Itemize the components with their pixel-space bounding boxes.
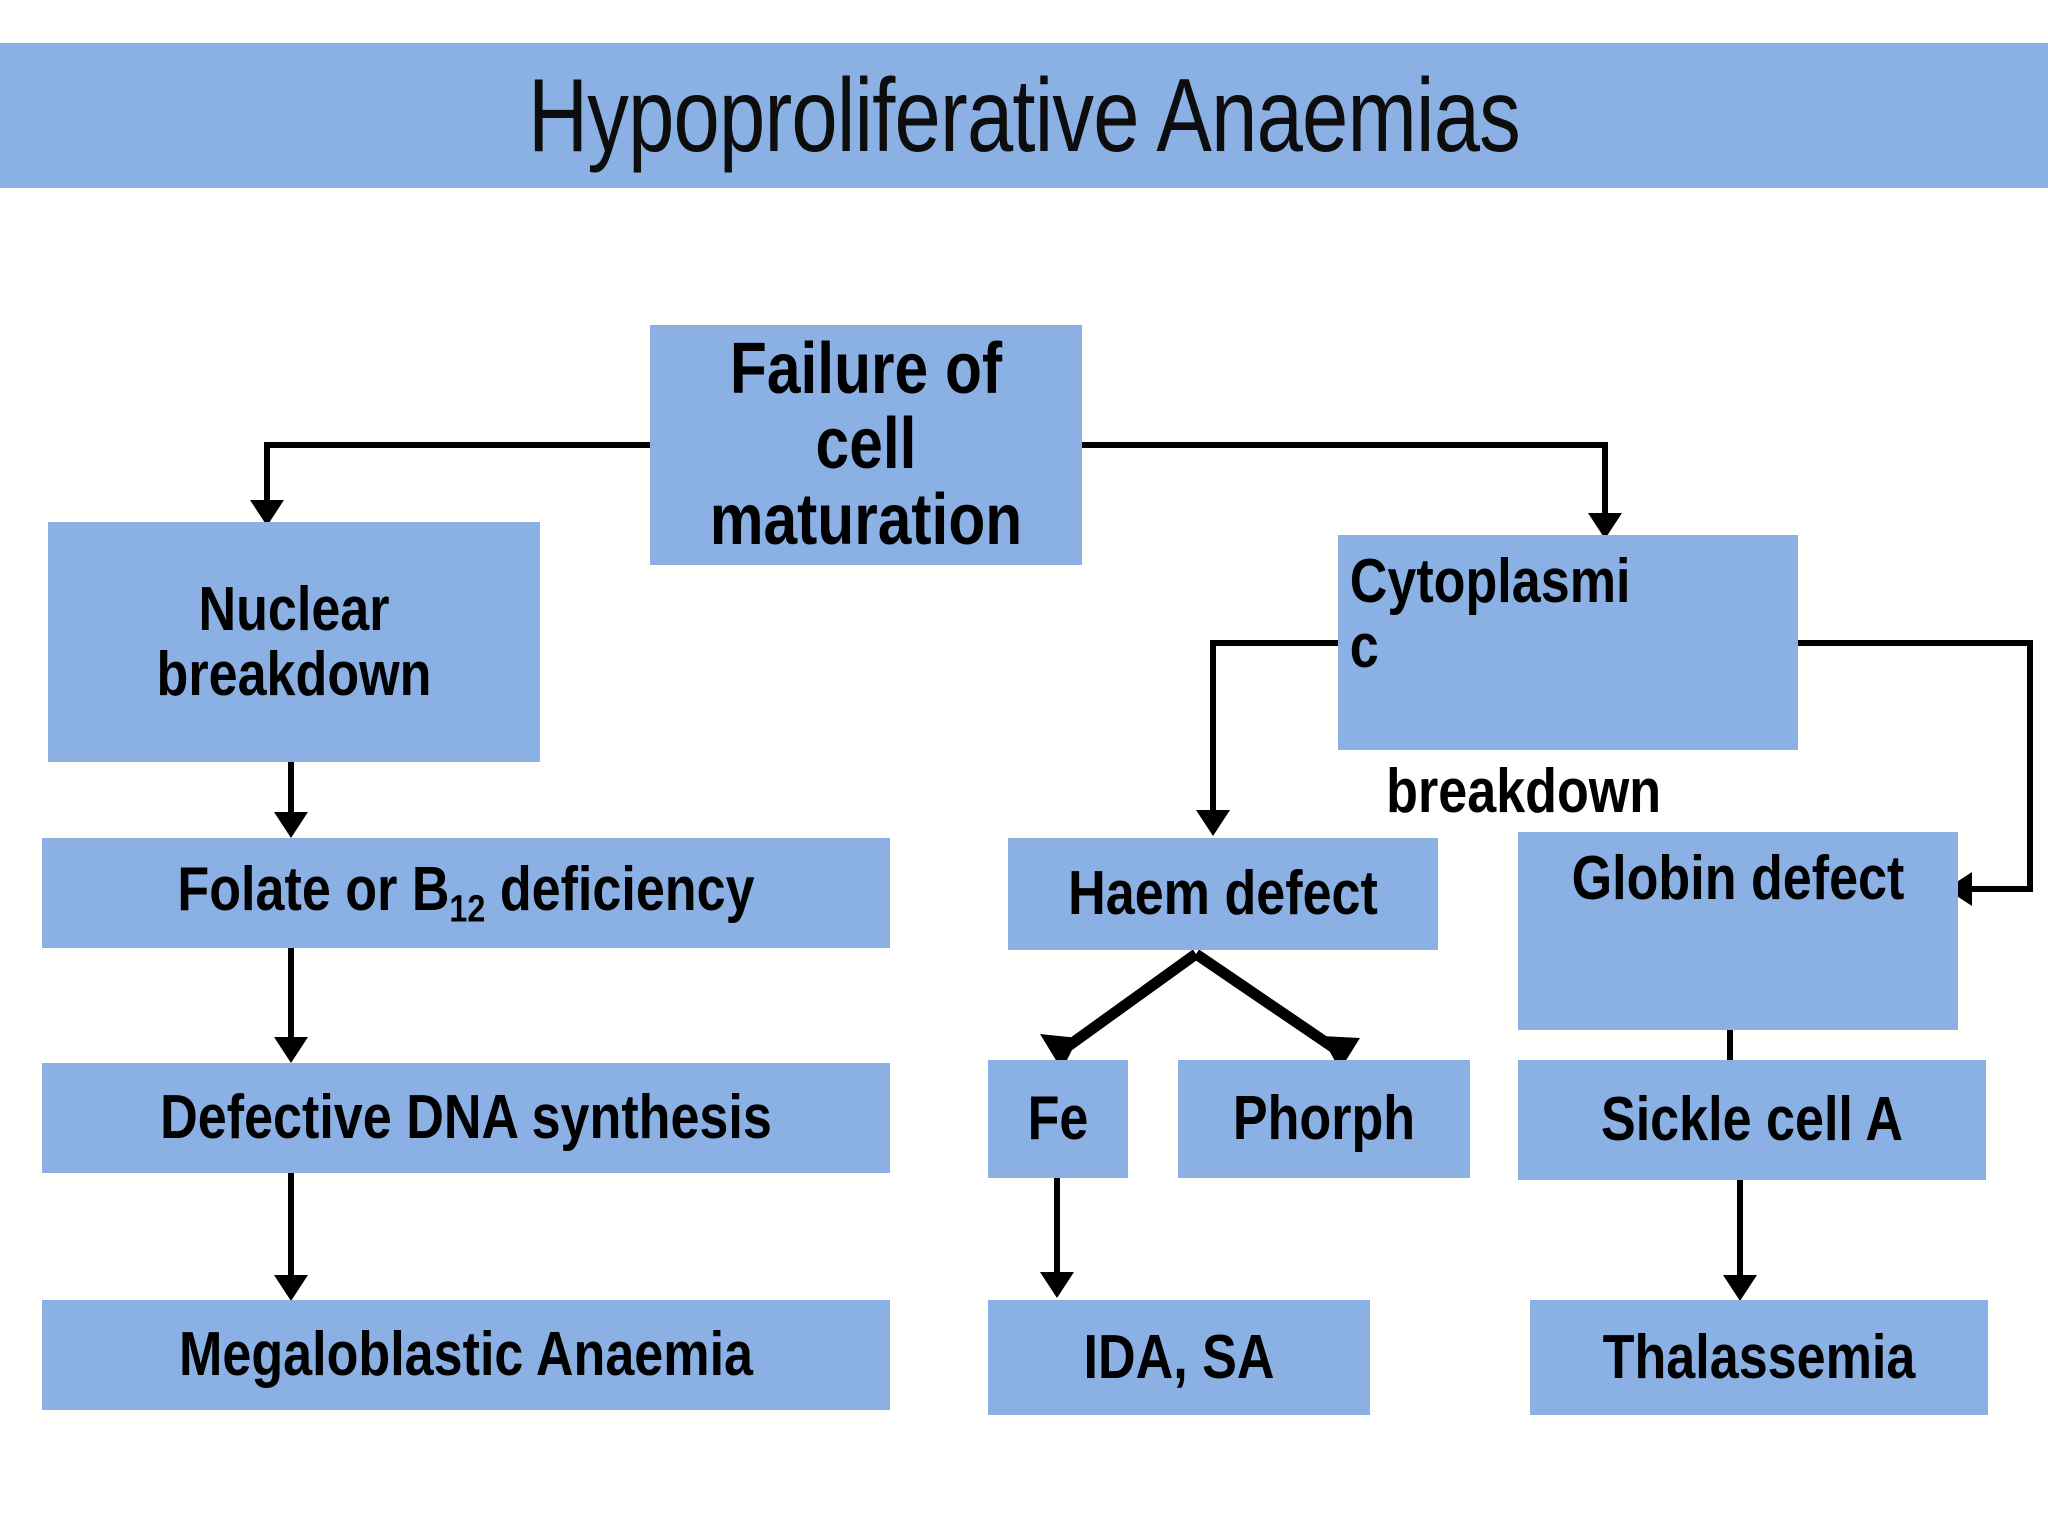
arrow-sickle-to-thalassemia	[1723, 1275, 1757, 1301]
node-folate-b12-deficiency[interactable]: Folate or B12 deficiency	[42, 838, 890, 948]
node-label: IDA, SA	[1083, 1322, 1275, 1392]
connector-cytoplasmic-to-haem-horizontal	[1210, 640, 1338, 646]
node-label: Folate or B12 deficiency	[177, 854, 755, 931]
node-label: Sickle cell A	[1600, 1085, 1904, 1155]
connector-sickle-to-thalassemia	[1737, 1180, 1743, 1280]
node-label: Megaloblastic Anaemia	[178, 1320, 754, 1390]
connector-root-to-nuclear-horizontal	[264, 442, 654, 448]
node-label: Fe	[1027, 1084, 1089, 1154]
connector-nuclear-to-folate	[288, 760, 294, 832]
node-ida-sa[interactable]: IDA, SA	[988, 1300, 1370, 1415]
connector-cytoplasmic-to-globin-vertical	[2027, 640, 2033, 889]
node-globin-defect[interactable]: Globin defect	[1518, 832, 1958, 1030]
node-label: Nuclear breakdown	[156, 574, 432, 709]
arrow-cytoplasmic-to-haem	[1196, 810, 1230, 836]
connector-folate-to-dna	[288, 948, 294, 1040]
connector-cytoplasmic-to-globin-return	[1965, 886, 2033, 892]
arrow-folate-to-dna	[274, 1037, 308, 1063]
node-sickle-cell-a[interactable]: Sickle cell A	[1518, 1060, 1986, 1180]
connector-root-to-cytoplasmic-vertical	[1602, 442, 1608, 527]
node-fe[interactable]: Fe	[988, 1060, 1128, 1178]
connector-haem-to-fe	[1040, 949, 1200, 1070]
node-cytoplasmic-breakdown[interactable]: Cytoplasmi c	[1338, 535, 1798, 750]
connector-root-to-cytoplasmic-horizontal	[1080, 442, 1608, 448]
arrow-nuclear-to-folate	[274, 812, 308, 838]
node-haem-defect[interactable]: Haem defect	[1008, 838, 1438, 950]
node-label: Cytoplasmi c	[1349, 547, 1631, 682]
connector-cytoplasmic-to-globin-horizontal	[1795, 640, 2033, 646]
title-banner: Hypoproliferative Anaemias	[0, 43, 2048, 188]
node-label: breakdown	[1386, 757, 1662, 826]
node-defective-dna-synthesis[interactable]: Defective DNA synthesis	[42, 1063, 890, 1173]
node-label: Globin defect	[1571, 844, 1905, 913]
connector-haem-to-phorph	[1192, 949, 1360, 1070]
connector-dna-to-megaloblastic	[288, 1172, 294, 1280]
node-nuclear-breakdown[interactable]: Nuclear breakdown	[48, 522, 540, 762]
node-label: Thalassemia	[1602, 1322, 1916, 1392]
node-label: Phorph	[1232, 1084, 1416, 1154]
arrow-fe-to-ida	[1040, 1272, 1074, 1298]
arrow-dna-to-megaloblastic	[274, 1275, 308, 1301]
node-label: Defective DNA synthesis	[160, 1083, 772, 1153]
node-failure-of-cell-maturation[interactable]: Failure of cell maturation	[650, 325, 1082, 565]
page-title: Hypoproliferative Anaemias	[527, 57, 1521, 174]
node-thalassemia[interactable]: Thalassemia	[1530, 1300, 1988, 1415]
arrow-root-to-nuclear	[250, 500, 284, 526]
node-megaloblastic-anaemia[interactable]: Megaloblastic Anaemia	[42, 1300, 890, 1410]
node-label: Haem defect	[1068, 859, 1378, 929]
node-phorph[interactable]: Phorph	[1178, 1060, 1470, 1178]
node-label: Failure of cell maturation	[709, 328, 1023, 560]
connector-fe-to-ida	[1054, 1177, 1060, 1277]
connector-cytoplasmic-to-haem-vertical	[1210, 640, 1216, 822]
connector-root-to-nuclear-vertical	[264, 442, 270, 512]
node-cytoplasmic-breakdown-overflow-text: breakdown	[1338, 756, 1798, 827]
arrow-root-to-cytoplasmic	[1588, 513, 1622, 539]
